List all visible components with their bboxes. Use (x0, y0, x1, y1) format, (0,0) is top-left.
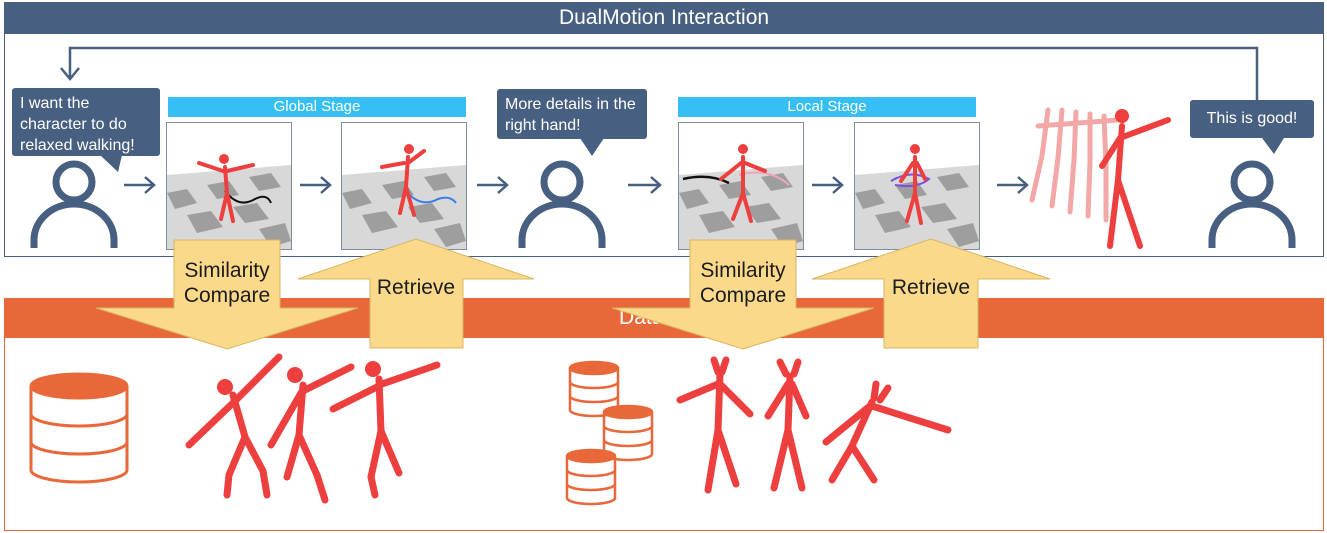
database-icon (565, 448, 617, 506)
global-preview-2 (341, 122, 467, 250)
retrieve-label: Retrieve (376, 276, 456, 299)
local-stage-label: Local Stage (678, 97, 976, 117)
similarity-compare-label: Similarity Compare (183, 259, 271, 307)
user-accept-bubble: This is good! (1190, 100, 1314, 138)
user-refine-bubble: More details in the right hand! (497, 89, 647, 139)
database-motion-samples (676, 356, 952, 494)
similarity-compare-label: Similarity Compare (699, 259, 787, 307)
local-preview-1 (678, 122, 804, 250)
user-icon (518, 160, 606, 248)
user-request-bubble: I want the character to do relaxed walki… (12, 88, 160, 156)
global-stage-label: Global Stage (168, 97, 466, 117)
database-icon (29, 372, 129, 484)
final-motion-trail (1029, 107, 1171, 249)
interaction-title: DualMotion Interaction (4, 2, 1324, 34)
user-icon (30, 160, 118, 248)
database-icon (568, 360, 620, 418)
database-motion-samples (185, 353, 441, 504)
global-preview-1 (166, 122, 292, 250)
retrieve-label: Retrieve (891, 276, 971, 299)
user-icon (1208, 160, 1296, 248)
